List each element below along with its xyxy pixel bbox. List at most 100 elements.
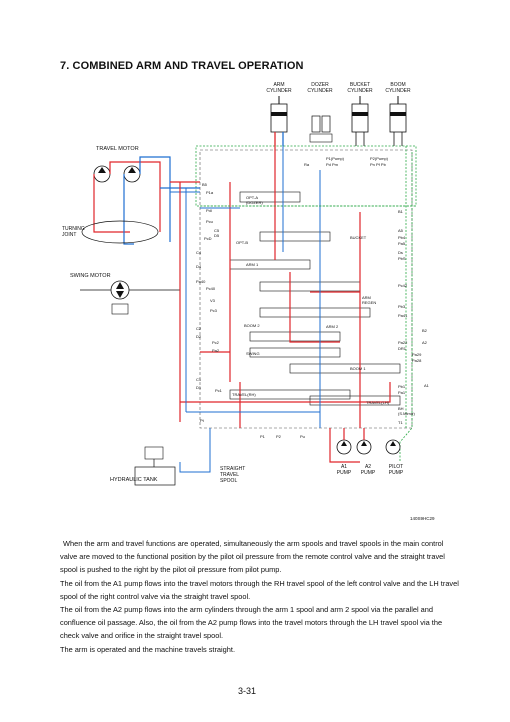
port-pa22: Pa22	[398, 340, 408, 345]
spool-bucket: BUCKET	[350, 235, 367, 240]
port-c1: C1	[196, 377, 202, 382]
spool-travel-rh: TRAVEL(RH)	[232, 392, 256, 397]
hydraulic-tank	[134, 446, 176, 486]
turning-joint	[81, 220, 159, 244]
port-ra: Ra	[304, 162, 310, 167]
description-paragraph-1: When the arm and travel functions are op…	[60, 539, 445, 575]
travel-motor-right	[123, 165, 141, 183]
arm-cylinder-label-2: CYLINDER	[266, 88, 292, 94]
pilot-section-outline	[195, 145, 417, 207]
port-c2: C2	[196, 326, 202, 331]
port-b5: B5	[202, 182, 208, 187]
hydraulic-tank-label: HYDRAULIC TANK	[110, 477, 158, 483]
port-pdl: Pdl	[206, 208, 212, 213]
port-bh: BH	[398, 406, 404, 411]
port-pt: Pt	[200, 418, 205, 423]
port-a2: A2	[422, 340, 428, 345]
high-pressure-lines	[200, 146, 391, 463]
boom-cylinder-label-2: CYLINDER	[385, 88, 411, 94]
a2-pump-label-2: PUMP	[361, 470, 376, 476]
port-pb3: Pb3	[398, 304, 406, 309]
main-control-valve-outline	[199, 149, 413, 429]
bucket-cylinder-label-2: CYLINDER	[347, 88, 373, 94]
pilot-pump-symbol	[385, 439, 401, 455]
travel-motor-label: TRAVEL MOTOR	[96, 146, 139, 152]
description-paragraph-3: The oil from the A2 pump flows into the …	[60, 605, 443, 641]
spool-arm-regen-1: ARM	[362, 295, 371, 300]
port-pn-pf-pb: Pn Pf Pb	[370, 162, 387, 167]
page-title: 7. COMBINED ARM AND TRAVEL OPERATION	[60, 60, 304, 72]
spool-opt-dozer-2: (DOZER)	[246, 200, 263, 205]
spool-boom1: BOOM 1	[350, 366, 366, 371]
pilot-pump-label-2: PUMP	[389, 470, 404, 476]
arm-cylinder	[270, 96, 288, 146]
spool-opt-b: OPT-B	[236, 240, 248, 245]
spool-opt-dozer-1: OPT-A	[246, 195, 258, 200]
port-p1-pump: P1(Pump)	[326, 156, 345, 161]
description-paragraph-2: The oil from the A1 pump flows into the …	[60, 578, 459, 601]
port-pa40: Pa40	[196, 279, 206, 284]
port-p2: P2	[276, 434, 282, 439]
port-dr1: DR1	[398, 346, 407, 351]
spool-arm1: ARM 1	[246, 262, 259, 267]
port-bh-mirror: (S.Mirror)	[398, 411, 416, 416]
swing-motor	[80, 280, 180, 315]
port-a1: A1	[424, 383, 430, 388]
page-number: 3-31	[238, 686, 257, 696]
hydraulic-circuit-diagram: ARM CYLINDER DOZER CYLINDER BUCKET CYLIN…	[60, 82, 452, 524]
spool-rows	[229, 191, 401, 406]
port-pc40: Pc40	[206, 286, 216, 291]
port-pcd: PcD	[204, 236, 212, 241]
port-pc3: Pc3	[210, 308, 218, 313]
port-b1: B1	[398, 209, 404, 214]
a1-pump-symbol	[336, 439, 352, 455]
port-pbs: PbS	[398, 256, 406, 261]
description-paragraph-4: The arm is operated and the machine trav…	[60, 644, 236, 654]
turning-joint-label-2: JOINT	[62, 232, 76, 238]
straight-travel-spool-label-3: SPOOL	[220, 478, 237, 484]
circuit-svg: ARM CYLINDER DOZER CYLINDER BUCKET CYLIN…	[62, 82, 435, 521]
port-pa5: Pa5	[398, 241, 406, 246]
turning-joint-label-1: TURNING	[62, 226, 85, 232]
spool-arm-regen-2: REGEN	[362, 300, 376, 305]
travel-motor-left	[93, 165, 111, 183]
port-pcu: Pcu	[206, 219, 213, 224]
port-pd-pm: Pd Pm	[326, 162, 339, 167]
port-d1: D1	[196, 385, 202, 390]
port-a5: A5	[398, 228, 404, 233]
pilot-lines	[200, 146, 416, 462]
spool-arm2: ARM 2	[326, 324, 339, 329]
a2-pump-symbol	[356, 439, 372, 455]
port-pc1: Pc1	[215, 388, 223, 393]
a1-pump-label-1: A1	[341, 464, 347, 470]
port-p1: P1	[260, 434, 266, 439]
swing-motor-label: SWING MOTOR	[70, 273, 111, 279]
a1-pump-label-2: PUMP	[337, 470, 352, 476]
bucket-cylinder	[351, 96, 369, 146]
port-t1: T1	[398, 420, 403, 425]
dozer-cylinder-label-2: CYLINDER	[307, 88, 333, 94]
description: When the arm and travel functions are op…	[60, 537, 460, 656]
pilot-pump-label-1: PILOT	[389, 464, 403, 470]
port-c4: C4	[196, 250, 202, 255]
port-b2: B2	[422, 328, 428, 333]
boom-cylinder	[389, 96, 407, 146]
straight-travel-spool-label-1: STRAIGHT	[220, 466, 245, 472]
figure-id: 140S9HC29	[410, 516, 435, 521]
port-pc42: Pc42	[398, 283, 408, 288]
bucket-cylinder-label-1: BUCKET	[350, 82, 370, 88]
port-pc2: Pc2	[212, 340, 220, 345]
return-lines	[179, 146, 321, 473]
dozer-cylinder	[309, 115, 333, 143]
dozer-cylinder-label-1: DOZER	[311, 82, 329, 88]
port-d2: D2	[196, 334, 202, 339]
spool-swing: SWING	[246, 351, 260, 356]
port-pa2: Pa2	[212, 348, 220, 353]
port-v3: V3	[210, 298, 216, 303]
port-d4: D4	[196, 264, 202, 269]
port-pa29: Pa29	[412, 352, 422, 357]
arm-cylinder-label-1: ARM	[273, 82, 284, 88]
port-pb1: Pb1	[398, 384, 406, 389]
port-pu: Pu	[300, 434, 305, 439]
port-pa41: Pa41	[398, 313, 408, 318]
